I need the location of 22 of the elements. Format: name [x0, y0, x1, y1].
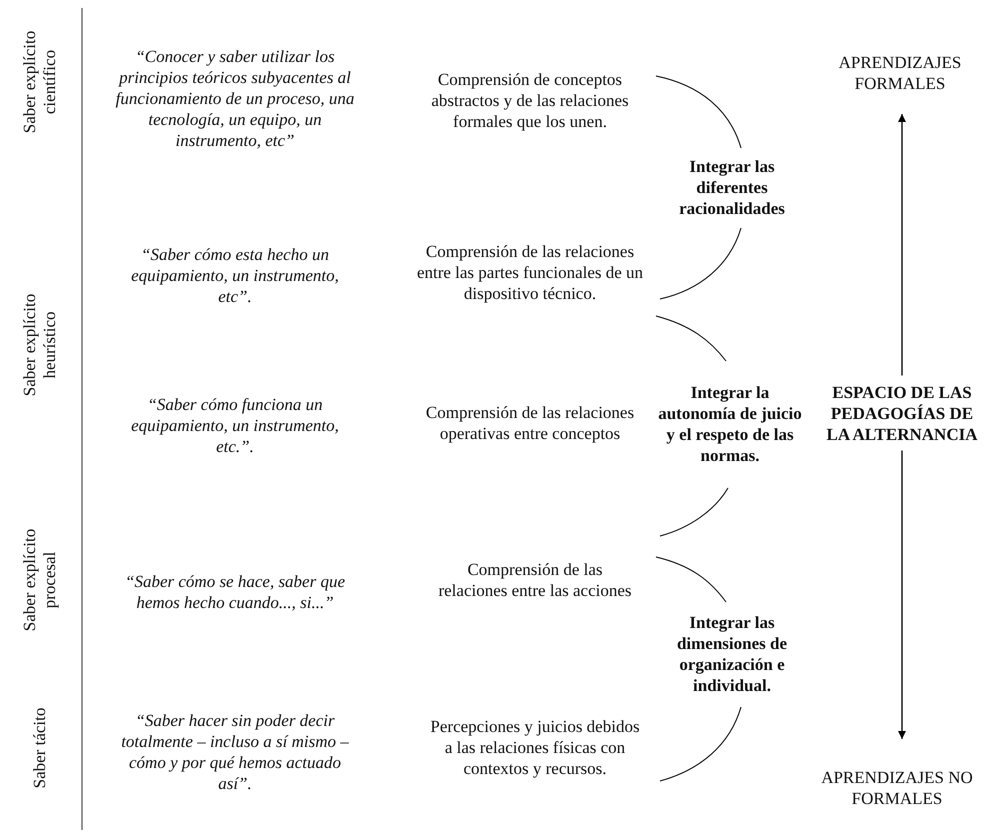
quote-text: “Saber cómo esta hecho un equipamiento, un instrumento, etc”. — [130, 244, 340, 306]
description-text: Comprensión de las relaciones operativas entre conceptos — [424, 402, 636, 444]
bracket-label: Integrar las dimensiones de organización e individual. — [676, 612, 788, 696]
row-label: Saber explícito procesal — [20, 528, 60, 634]
description-text: Comprensión de las relaciones entre las partes funcionales de un dispositivo técnico. — [416, 240, 644, 304]
bracket-label: Integrar las diferentes racionalidades — [678, 156, 786, 218]
arrow — [898, 450, 906, 739]
description-text: Percepciones y juicios debidos a las relaciones físicas con contextos y recursos. — [429, 716, 641, 778]
arrow — [898, 114, 906, 376]
quote-text: “Saber hacer sin poder decir totalmente – incluso a sí mismo – cómo y por qué hemos actuado así”. — [120, 710, 350, 794]
center-label: ESPACIO DE LAS PEDAGOGÍAS DE LA ALTERNANCIA — [817, 382, 987, 444]
description-text: Comprensión de las relaciones entre las acciones — [437, 559, 633, 601]
row-label: Saber tácito — [30, 706, 50, 790]
quote-text: “Saber cómo se hace, saber que hemos hecho cuando..., si...” — [125, 571, 345, 613]
row-label: Saber explícito heurístico — [20, 292, 60, 398]
quote-text: “Conocer y saber utilizar los principios teóricos subyacentes al funcionamiento de un proceso, una tecnología, un equipo, un instrumento, etc” — [115, 46, 355, 150]
bracket-label: Integrar la autonomía de juicio y el respeto de las normas. — [657, 382, 803, 466]
description-text: Comprensión de conceptos abstractos y de las relaciones formales que los unen. — [430, 68, 630, 132]
row-label: Saber explícito científico — [20, 30, 60, 136]
endpoint-label: APRENDIZAJES NO FORMALES — [797, 767, 997, 809]
quote-text: “Saber cómo funciona un equipamiento, un instrumento, etc.”. — [130, 394, 340, 456]
endpoint-label: APRENDIZAJES FORMALES — [815, 52, 985, 94]
